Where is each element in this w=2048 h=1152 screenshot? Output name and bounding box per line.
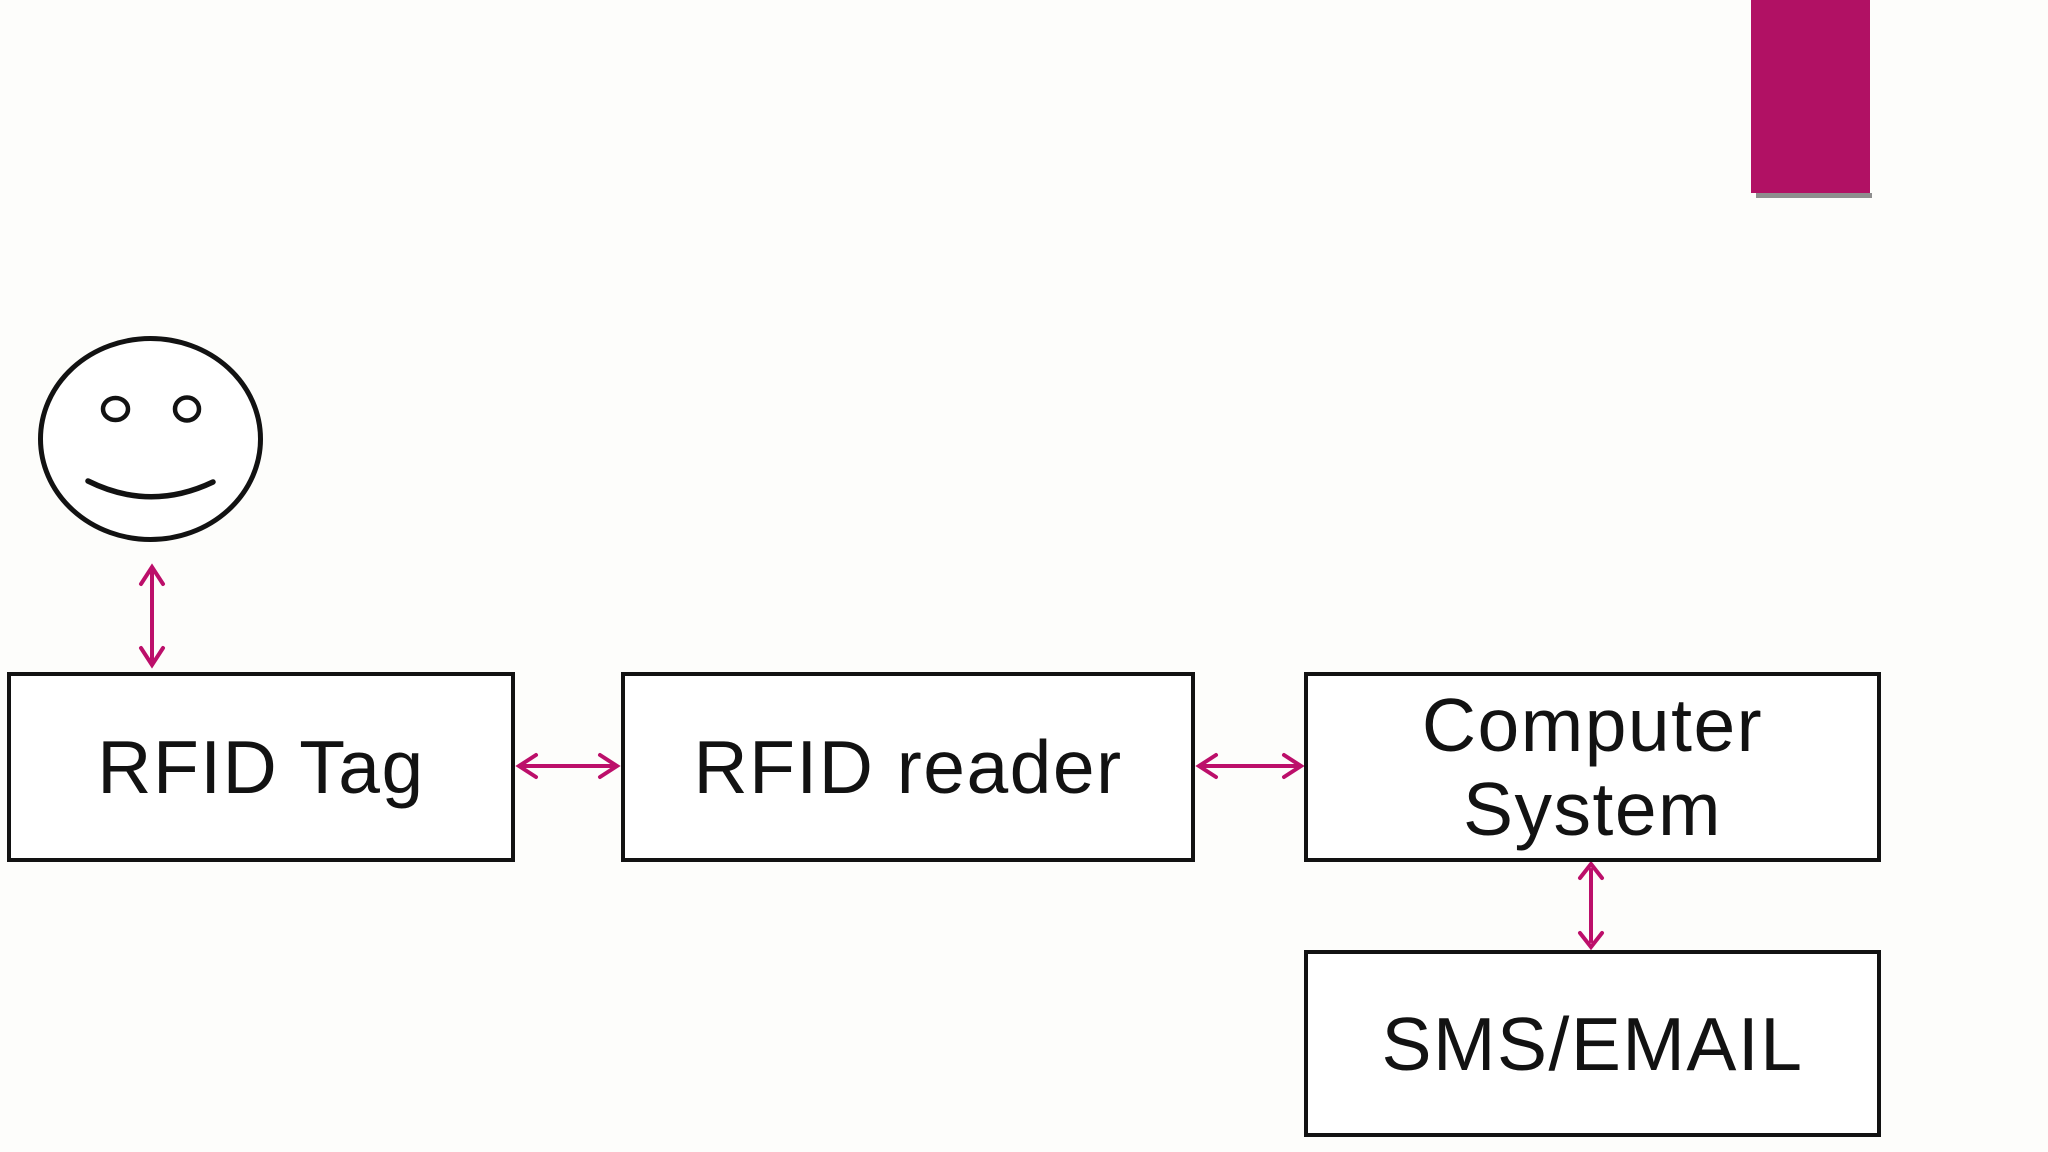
smiley-left-eye bbox=[100, 395, 131, 423]
node-computer-system: Computer System bbox=[1304, 672, 1881, 862]
node-computer-system-label-line2: System bbox=[1462, 767, 1723, 851]
node-computer-system-label-line1: Computer bbox=[1421, 683, 1764, 767]
node-rfid-reader-label: RFID reader bbox=[693, 725, 1123, 809]
smiley-smile bbox=[85, 478, 216, 500]
arrow-rfid-reader-to-computer-system bbox=[1195, 753, 1305, 779]
arrow-user-to-rfid-tag bbox=[139, 563, 165, 669]
smiley-head bbox=[38, 336, 263, 542]
smiley-face-icon bbox=[38, 336, 263, 542]
node-rfid-reader: RFID reader bbox=[621, 672, 1195, 862]
smiley-right-eye bbox=[172, 395, 202, 423]
accent-bar-shadow bbox=[1756, 193, 1872, 198]
arrow-rfid-tag-to-rfid-reader bbox=[515, 753, 621, 779]
node-rfid-tag: RFID Tag bbox=[7, 672, 515, 862]
node-sms-email-label: SMS/EMAIL bbox=[1381, 1001, 1804, 1086]
node-sms-email: SMS/EMAIL bbox=[1304, 950, 1881, 1137]
accent-bar bbox=[1751, 0, 1870, 193]
arrow-computer-system-to-sms-email bbox=[1578, 860, 1604, 951]
node-rfid-tag-label: RFID Tag bbox=[97, 725, 425, 809]
